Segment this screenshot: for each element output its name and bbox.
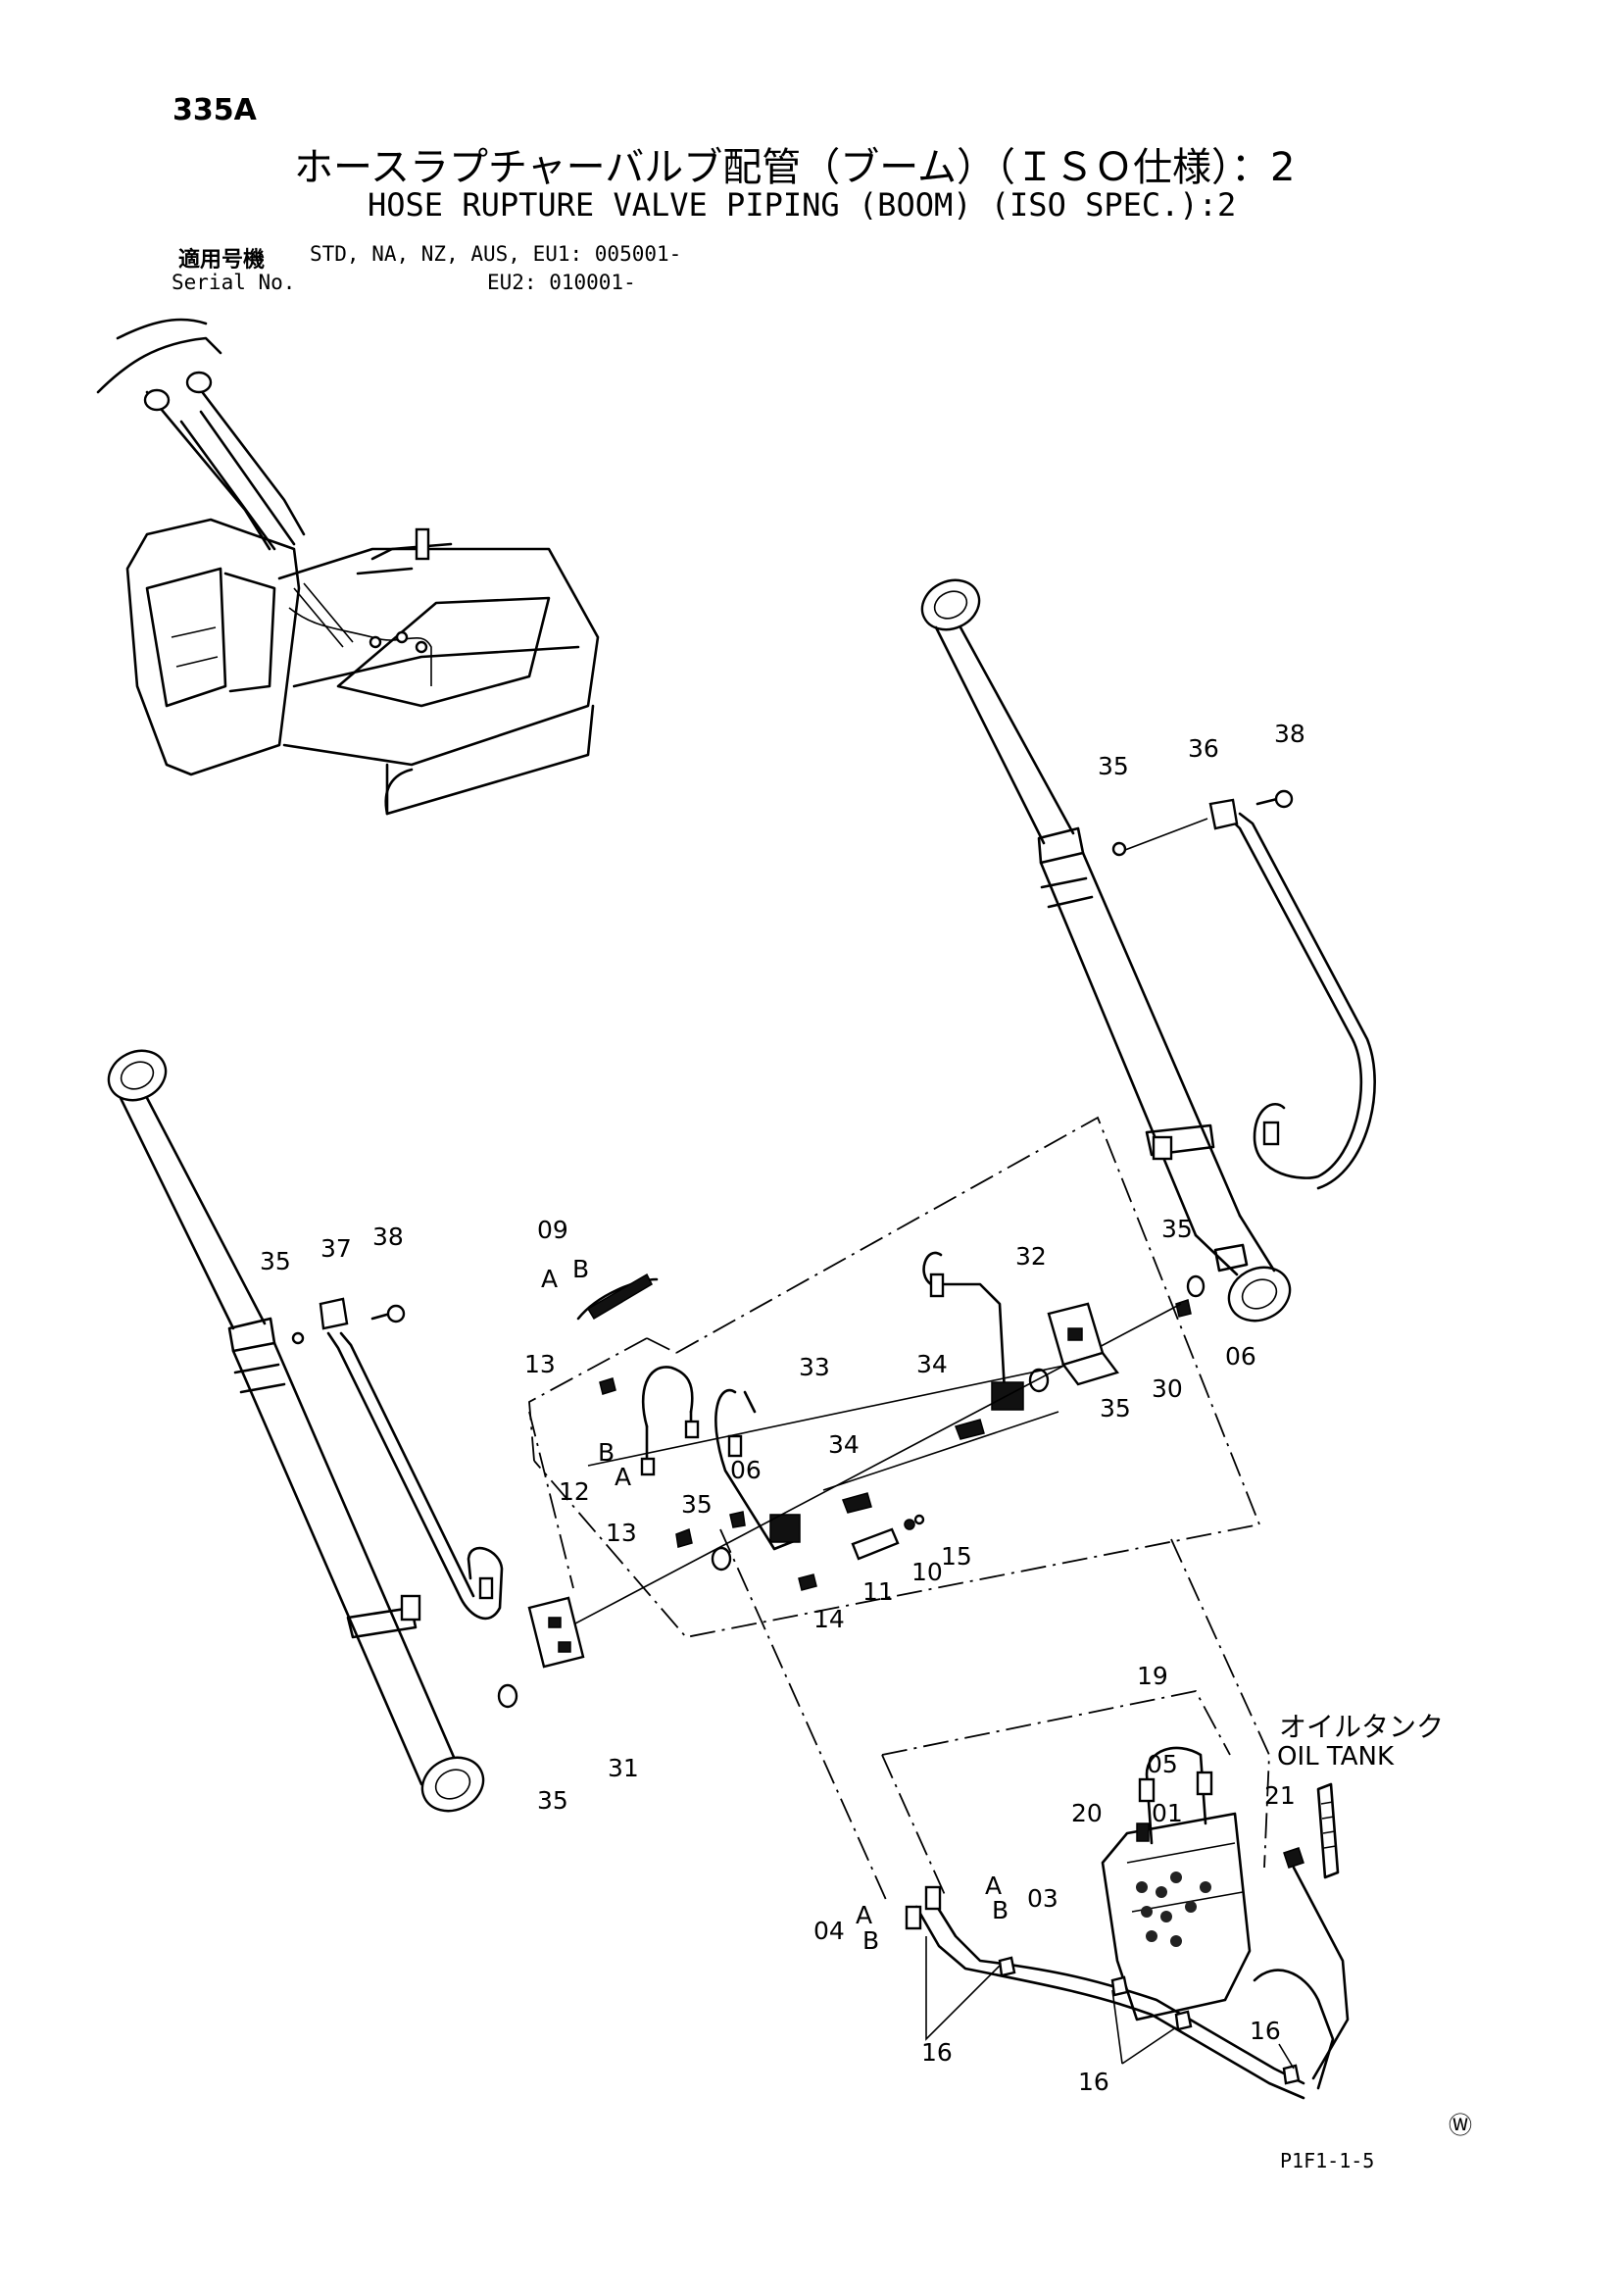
callout-03-b: B xyxy=(992,1896,1009,1924)
serial-number-value: EU2: 010001- xyxy=(487,271,636,294)
hose-rupture-valves xyxy=(527,1302,1119,1669)
callout-16: 16 xyxy=(1078,2068,1109,2096)
right-boom-cylinder xyxy=(920,578,1376,1323)
part-callouts: 35 36 38 35 06 30 35 09 A B 32 33 34 34 … xyxy=(260,720,1305,2096)
callout-16: 16 xyxy=(1250,2017,1281,2045)
callout-36: 36 xyxy=(1188,734,1219,763)
page-number: 335A xyxy=(172,93,257,127)
callout-09-b: B xyxy=(572,1255,589,1283)
callout-11: 11 xyxy=(862,1577,894,1606)
callout-35: 35 xyxy=(1098,752,1129,780)
callout-12: 12 xyxy=(559,1477,590,1506)
callout-13: 13 xyxy=(524,1350,556,1378)
callout-38: 38 xyxy=(372,1223,404,1251)
callout-34: 34 xyxy=(916,1350,948,1378)
callout-06: 06 xyxy=(730,1456,762,1484)
callout-35: 35 xyxy=(1161,1215,1193,1243)
callout-37: 37 xyxy=(320,1234,352,1263)
assembly-boundary-lines xyxy=(528,1116,1270,1903)
applicable-units-label: 適用号機 xyxy=(178,248,266,273)
callout-16: 16 xyxy=(921,2038,953,2067)
hose-assemblies xyxy=(497,1251,1206,1709)
callout-01: 01 xyxy=(1152,1799,1183,1827)
callout-38: 38 xyxy=(1274,720,1305,748)
callout-35: 35 xyxy=(1100,1394,1131,1423)
callout-04-a: A xyxy=(856,1901,872,1929)
applicable-units-value: STD, NA, NZ, AUS, EU1: 005001- xyxy=(310,242,682,266)
callout-10: 10 xyxy=(911,1558,943,1586)
callout-15: 15 xyxy=(941,1542,972,1571)
serial-number-label: Serial No. xyxy=(172,271,296,294)
callout-19: 19 xyxy=(1137,1662,1168,1690)
callout-35: 35 xyxy=(681,1490,713,1519)
callout-14: 14 xyxy=(813,1605,845,1633)
callout-21: 21 xyxy=(1264,1781,1296,1810)
callout-34: 34 xyxy=(828,1430,860,1459)
callout-09-a: A xyxy=(541,1265,558,1293)
title-english: HOSE RUPTURE VALVE PIPING (BOOM) (ISO SP… xyxy=(368,186,1237,224)
callout-30: 30 xyxy=(1152,1374,1183,1403)
callout-33: 33 xyxy=(799,1353,830,1381)
callout-20: 20 xyxy=(1071,1799,1103,1827)
callout-12-b: B xyxy=(598,1438,615,1467)
callout-31: 31 xyxy=(608,1754,639,1782)
callout-13: 13 xyxy=(606,1519,637,1547)
left-boom-cylinder xyxy=(107,1049,504,1813)
callout-03-a: A xyxy=(985,1872,1002,1900)
oil-tank-label-english: OIL TANK xyxy=(1277,1742,1395,1772)
circled-w-mark: Ⓦ xyxy=(1449,2112,1472,2139)
oil-tank-label-japanese: オイルタンク xyxy=(1279,1711,1445,1743)
figure-code: P1F1-1-5 xyxy=(1280,2149,1375,2172)
callout-04: 04 xyxy=(813,1917,845,1945)
callout-12-a: A xyxy=(615,1463,631,1491)
callout-09: 09 xyxy=(537,1216,568,1244)
control-valve-assembly xyxy=(905,1746,1350,2100)
callout-32: 32 xyxy=(1015,1242,1047,1271)
title-japanese: ホースラプチャーバルブ配管（ブーム）（ＩＳＯ仕様）：2 xyxy=(294,145,1296,190)
callout-03: 03 xyxy=(1027,1884,1058,1913)
callout-04-b: B xyxy=(862,1926,879,1955)
callout-35: 35 xyxy=(537,1786,568,1815)
callout-35: 35 xyxy=(260,1247,291,1275)
callout-06: 06 xyxy=(1225,1342,1256,1371)
excavator-overview-illustration xyxy=(96,318,600,816)
callout-05: 05 xyxy=(1147,1750,1178,1778)
